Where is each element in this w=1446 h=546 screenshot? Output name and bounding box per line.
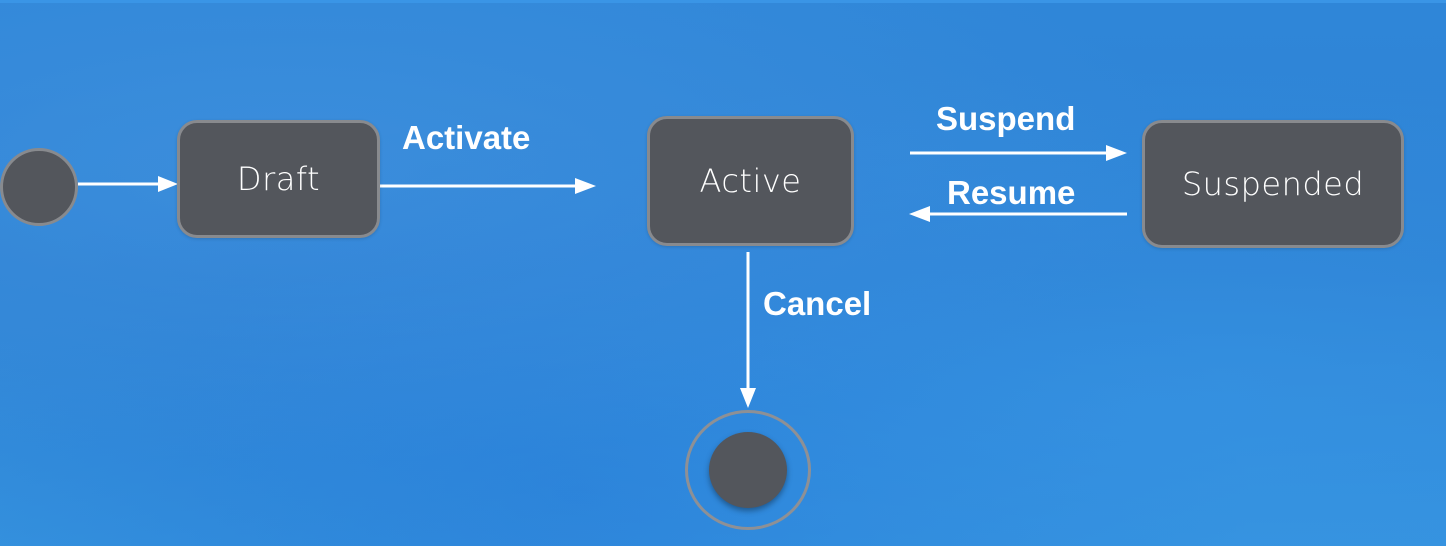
suspend-label: Suspend bbox=[936, 100, 1076, 137]
activate-arrow bbox=[380, 178, 596, 194]
resume-arrow bbox=[909, 206, 1127, 222]
initial-transition-arrow bbox=[78, 176, 178, 192]
cancel-arrow bbox=[740, 252, 756, 408]
final-state-node bbox=[709, 432, 787, 508]
initial-state-node bbox=[0, 148, 78, 226]
state-draft-label: Draft bbox=[236, 160, 321, 198]
state-suspended: Suspended bbox=[1142, 120, 1404, 248]
suspend-arrow bbox=[910, 145, 1127, 161]
state-active: Active bbox=[647, 116, 854, 246]
final-state-ring bbox=[685, 410, 811, 530]
state-suspended-label: Suspended bbox=[1181, 165, 1365, 203]
state-active-label: Active bbox=[699, 162, 802, 200]
state-draft: Draft bbox=[177, 120, 380, 238]
cancel-label: Cancel bbox=[763, 285, 872, 322]
resume-label: Resume bbox=[947, 174, 1076, 211]
activate-label: Activate bbox=[402, 119, 531, 156]
top-edge bbox=[0, 0, 1446, 3]
